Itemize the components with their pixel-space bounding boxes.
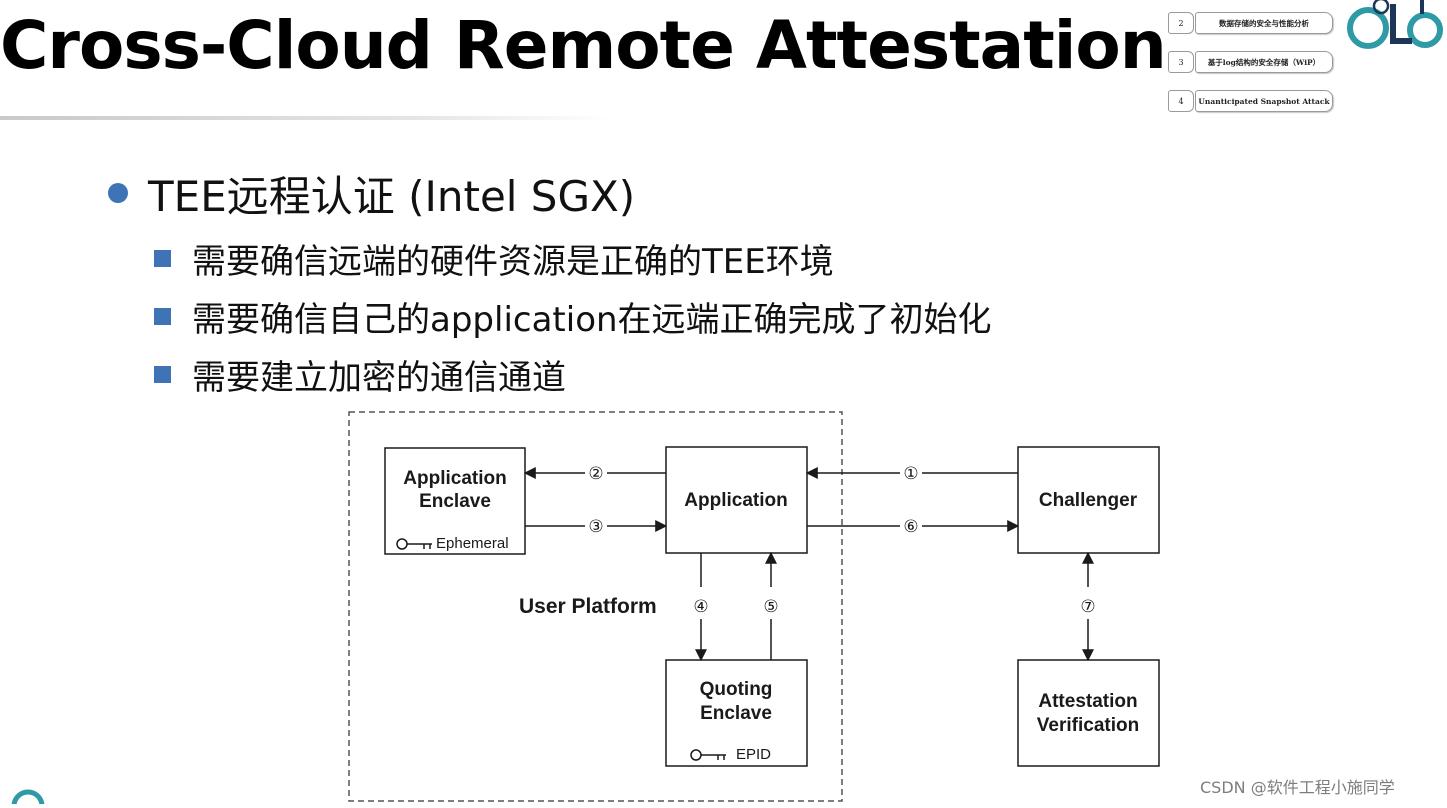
application-label: Application	[684, 490, 787, 511]
sub-bullet-1: 需要确信远端的硬件资源是正确的TEE环境	[154, 235, 834, 282]
epid-key-label: EPID	[736, 746, 771, 763]
arrow-step-7: ⑦	[1080, 551, 1096, 662]
organization-logo	[1346, 0, 1447, 56]
slide-title: Cross-Cloud Remote Attestation	[0, 7, 1167, 84]
attestation-diagram: Application Enclave Ephemeral Applicatio…	[340, 404, 1170, 804]
quoting-enclave-box: Quoting Enclave EPID	[665, 659, 808, 767]
key-icon	[396, 538, 432, 550]
arrow-step-1: ①	[805, 464, 1018, 484]
quoting-enclave-label-2: Enclave	[700, 703, 772, 724]
key-icon	[690, 749, 726, 761]
verification-label-1: Attestation	[1038, 691, 1137, 712]
toc-item-3[interactable]: 3 基于log结构的安全存储（WiP）	[1168, 51, 1334, 73]
toc-label: 基于log结构的安全存储（WiP）	[1195, 51, 1333, 73]
sub-bullet-3: 需要建立加密的通信通道	[154, 351, 566, 398]
sub-bullet-text: 需要确信远端的硬件资源是正确的TEE环境	[192, 241, 834, 282]
arrow-step-2: ②	[523, 464, 666, 484]
step-6-marker: ⑥	[903, 517, 918, 537]
user-platform-label: User Platform	[519, 595, 657, 618]
corner-logo	[10, 784, 50, 808]
main-bullet-text: TEE远程认证 (Intel SGX)	[148, 171, 636, 221]
sub-bullet-2: 需要确信自己的application在远端正确完成了初始化	[154, 293, 992, 340]
title-underline	[0, 116, 610, 120]
toc-label: Unanticipated Snapshot Attack	[1195, 90, 1333, 112]
application-enclave-box: Application Enclave Ephemeral	[384, 447, 526, 555]
verification-label-2: Verification	[1037, 715, 1139, 736]
toc-label: 数据存储的安全与性能分析	[1195, 12, 1333, 34]
arrow-step-6: ⑥	[807, 517, 1020, 537]
attestation-verification-box: Attestation Verification	[1017, 659, 1160, 767]
quoting-enclave-label-1: Quoting	[700, 679, 773, 700]
toc-item-4[interactable]: 4 Unanticipated Snapshot Attack	[1168, 90, 1334, 112]
step-2-marker: ②	[588, 464, 603, 484]
challenger-box: Challenger	[1017, 446, 1160, 554]
sub-bullet-text: 需要确信自己的application在远端正确完成了初始化	[192, 299, 992, 340]
arrow-step-4: ④	[693, 553, 709, 662]
sub-bullet-square	[154, 365, 171, 383]
toc-number: 4	[1168, 90, 1194, 112]
application-box: Application	[665, 446, 808, 554]
csdn-watermark: CSDN @软件工程小施同学	[1200, 778, 1395, 797]
challenger-label: Challenger	[1039, 490, 1138, 511]
bullet-dot	[108, 183, 128, 203]
toc-number: 3	[1168, 51, 1194, 73]
sub-bullet-square	[154, 249, 171, 267]
step-5-marker: ⑤	[763, 597, 778, 617]
sub-bullet-text: 需要建立加密的通信通道	[192, 357, 566, 398]
step-4-marker: ④	[693, 597, 708, 617]
toc-number: 2	[1168, 12, 1194, 34]
application-enclave-label-1: Application	[403, 468, 506, 489]
arrow-step-3: ③	[525, 517, 668, 537]
arrow-step-5: ⑤	[763, 551, 779, 660]
main-bullet: TEE远程认证 (Intel SGX)	[108, 166, 635, 221]
ephemeral-key-label: Ephemeral	[436, 535, 509, 552]
step-1-marker: ①	[903, 464, 918, 484]
application-enclave-label-2: Enclave	[419, 491, 491, 512]
step-7-marker: ⑦	[1080, 597, 1095, 617]
sub-bullet-square	[154, 307, 171, 325]
toc-item-2[interactable]: 2 数据存储的安全与性能分析	[1168, 12, 1334, 34]
step-3-marker: ③	[588, 517, 603, 537]
